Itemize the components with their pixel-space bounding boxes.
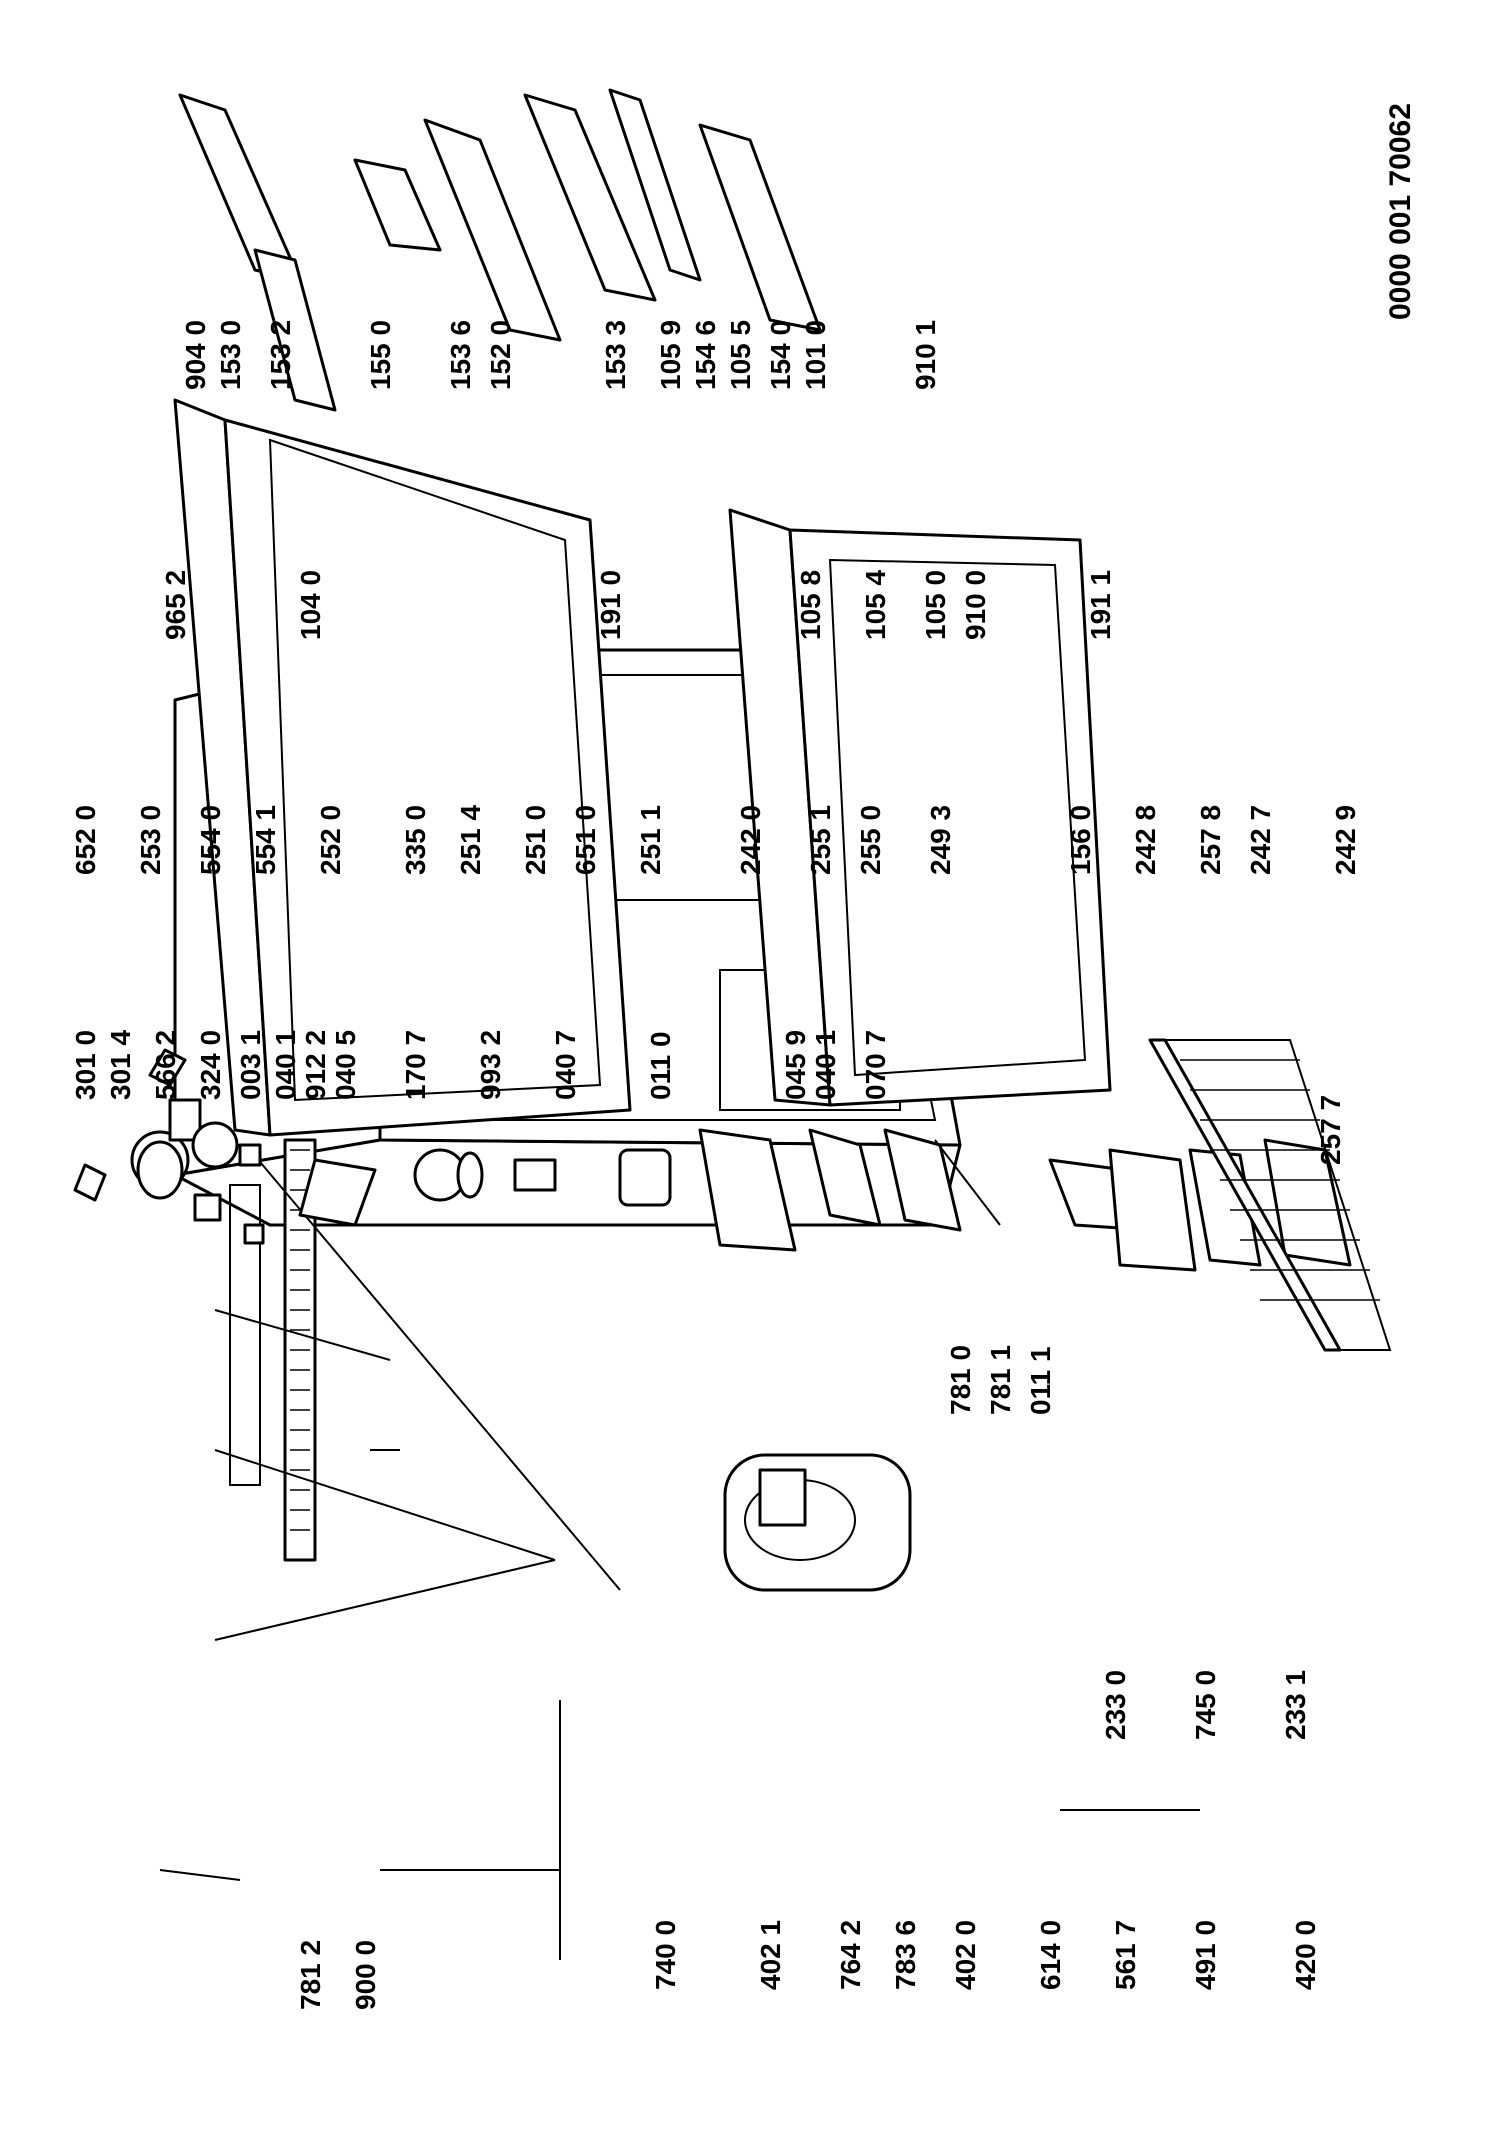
part-label: 040 5 (330, 1030, 361, 1100)
part-label: 783 6 (890, 1920, 921, 1990)
part-label: 105 5 (725, 320, 756, 390)
part-label: 554 0 (195, 805, 226, 875)
door-bins (178, 88, 822, 412)
fridge-crisper-shelves (698, 1128, 1001, 1252)
part-label: 301 0 (70, 1030, 101, 1100)
part-label: 251 1 (635, 805, 666, 875)
part-label: 912 2 (300, 1030, 331, 1100)
light-assembly (73, 1140, 672, 1227)
part-label: 191 0 (595, 570, 626, 640)
part-label: 155 0 (365, 320, 396, 390)
part-label: 781 2 (295, 1940, 326, 2010)
part-label: 242 0 (735, 805, 766, 875)
part-label: 253 0 (135, 805, 166, 875)
part-label: 104 0 (295, 570, 326, 640)
part-label: 965 2 (160, 570, 191, 640)
part-label: 900 0 (350, 1940, 381, 2010)
part-label: 105 4 (860, 570, 891, 640)
compressor (723, 1453, 912, 1592)
part-label: 335 0 (400, 805, 431, 875)
part-label: 781 1 (985, 1345, 1016, 1415)
part-label: 904 0 (180, 320, 211, 390)
part-label: 561 7 (1110, 1920, 1141, 1990)
part-label: 003 1 (235, 1030, 266, 1100)
part-label: 242 7 (1245, 805, 1276, 875)
part-label: 420 0 (1290, 1920, 1321, 1990)
part-label: 045 9 (780, 1030, 811, 1100)
part-label: 740 0 (650, 1920, 681, 1990)
part-label: 101 0 (800, 320, 831, 390)
freezer-door (728, 508, 1112, 1107)
part-label: 491 0 (1190, 1920, 1221, 1990)
part-label: 105 9 (655, 320, 686, 390)
part-label: 233 0 (1100, 1670, 1131, 1740)
part-label: 251 0 (520, 805, 551, 875)
part-label: 153 0 (215, 320, 246, 390)
drawing-number: 0000 001 70062 (1384, 103, 1417, 320)
part-label: 781 0 (945, 1345, 976, 1415)
fridge-door (173, 398, 632, 1137)
part-label: 566 2 (150, 1030, 181, 1100)
part-label: 402 0 (950, 1920, 981, 1990)
part-label: 301 4 (105, 1030, 136, 1100)
part-label: 153 2 (265, 320, 296, 390)
part-label: 745 0 (1190, 1670, 1221, 1740)
part-label: 233 1 (1280, 1670, 1311, 1740)
part-label: 257 7 (1315, 1095, 1346, 1165)
part-label: 402 1 (755, 1920, 786, 1990)
part-label: 011 1 (1025, 1346, 1056, 1415)
part-label: 251 4 (455, 805, 486, 875)
part-label: 156 0 (1065, 805, 1096, 875)
wire-shelves (1148, 1038, 1392, 1352)
part-label: 324 0 (195, 1030, 226, 1100)
part-label: 257 8 (1195, 805, 1226, 875)
part-label: 170 7 (400, 1030, 431, 1100)
drawing-artwork (73, 88, 1392, 1592)
part-label: 554 1 (250, 805, 281, 875)
part-label: 153 3 (600, 320, 631, 390)
strip-781-2 (249, 1149, 621, 1591)
part-label: 242 9 (1330, 805, 1361, 875)
part-label: 040 1 (810, 1030, 841, 1100)
part-label: 242 8 (1130, 805, 1161, 875)
part-label: 652 0 (70, 805, 101, 875)
freezer-drawers (1048, 1138, 1352, 1272)
part-label: 153 6 (445, 320, 476, 390)
part-label: 105 0 (920, 570, 951, 640)
part-label: 040 7 (550, 1030, 581, 1100)
part-label: 651 0 (570, 805, 601, 875)
part-label: 070 7 (860, 1030, 891, 1100)
part-label: 252 0 (315, 805, 346, 875)
part-label: 154 0 (765, 320, 796, 390)
part-label: 152 0 (485, 320, 516, 390)
part-label: 040 1 (270, 1030, 301, 1100)
part-labels: 781 2 900 0 740 0 402 1 764 2 783 6 402 … (70, 103, 1417, 2010)
part-label: 764 2 (835, 1920, 866, 1990)
leader-lines (159, 1309, 1200, 1960)
part-label: 910 0 (960, 570, 991, 640)
part-label: 191 1 (1085, 570, 1116, 640)
part-label: 105 8 (795, 570, 826, 640)
part-label: 614 0 (1035, 1920, 1066, 1990)
part-label: 910 1 (910, 320, 941, 390)
part-label: 154 6 (690, 320, 721, 390)
part-label: 993 2 (475, 1030, 506, 1100)
part-label: 011 0 (645, 1031, 676, 1100)
part-label: 249 3 (925, 805, 956, 875)
part-label: 255 0 (855, 805, 886, 875)
part-label: 255 1 (805, 805, 836, 875)
